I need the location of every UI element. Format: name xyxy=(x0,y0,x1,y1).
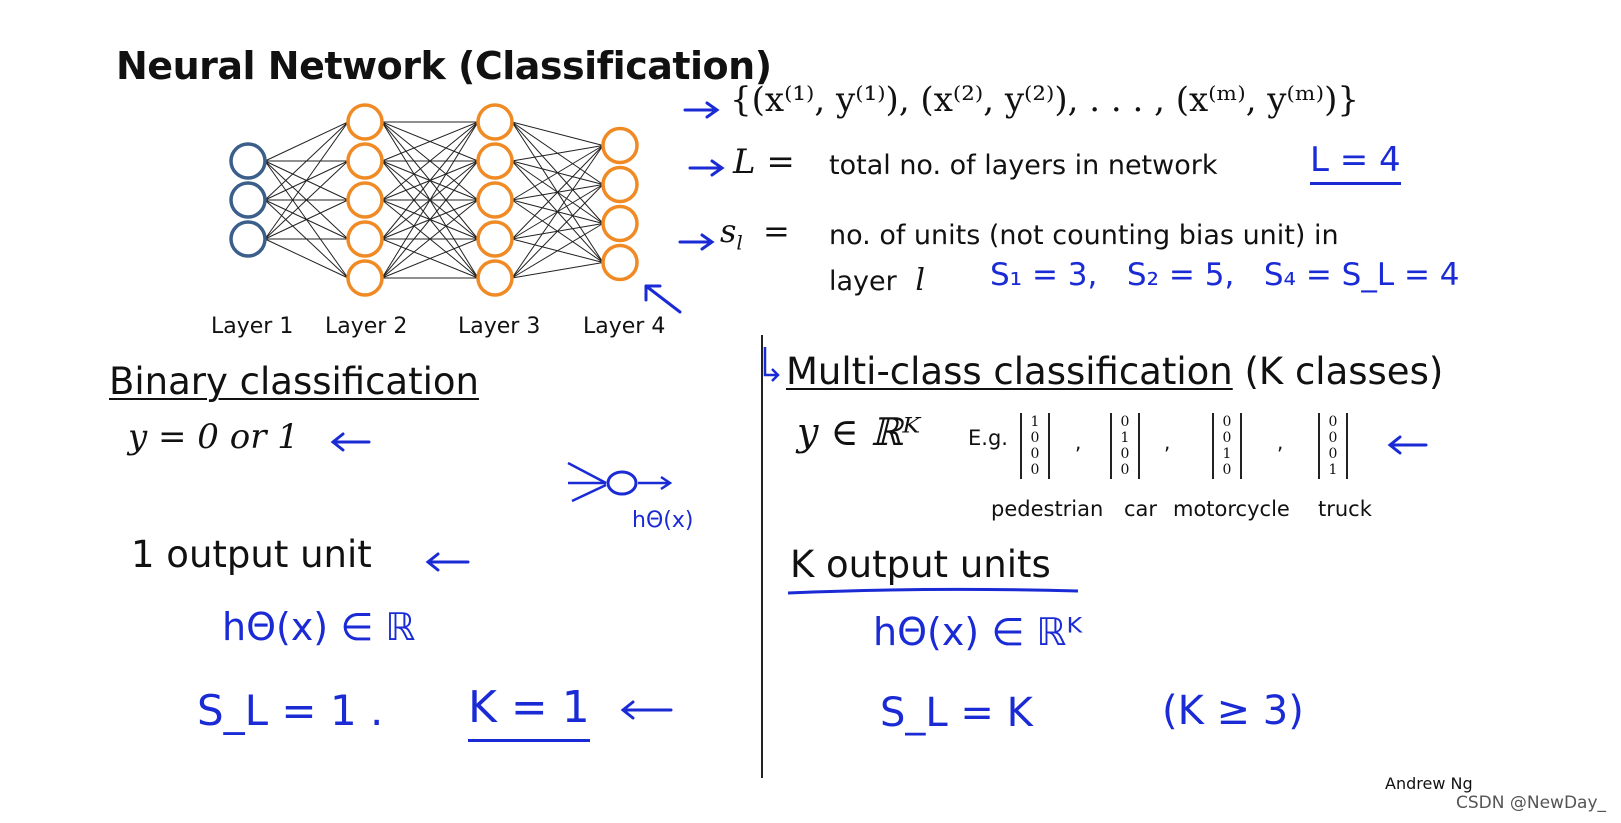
network-edge xyxy=(264,160,349,240)
network-edge xyxy=(381,121,479,279)
binary-output-units: 1 output unit xyxy=(131,533,372,576)
network-edge xyxy=(511,145,604,279)
s-symbol: sl xyxy=(720,212,743,255)
network-edge xyxy=(264,121,349,240)
network-edge xyxy=(511,145,604,240)
network-unit xyxy=(346,103,384,141)
column-divider xyxy=(761,335,763,778)
layer-label-4: Layer 4 xyxy=(583,314,666,339)
network-unit xyxy=(601,243,639,282)
network-unit xyxy=(476,259,514,297)
input-unit xyxy=(229,220,267,258)
multiclass-k-note: (K ≥ 3) xyxy=(1162,688,1304,734)
network-edge xyxy=(264,238,349,279)
network-unit xyxy=(601,126,639,165)
binary-k-note: K = 1 xyxy=(468,682,590,742)
network-unit xyxy=(476,220,514,258)
arrow-icon xyxy=(644,284,682,314)
comma: , xyxy=(1075,430,1082,454)
network-unit xyxy=(476,142,514,180)
arrow-icon xyxy=(688,159,725,177)
eg-label: E.g. xyxy=(968,426,1008,450)
input-unit xyxy=(229,181,267,219)
comma: , xyxy=(1164,430,1171,454)
network-edge xyxy=(381,121,479,240)
network-edge xyxy=(511,262,604,279)
class-car: car xyxy=(1124,497,1158,521)
binary-h-note: hΘ(x) ∈ ℝ xyxy=(222,605,416,649)
layer-label-2: Layer 2 xyxy=(325,314,408,339)
network-edge xyxy=(264,121,349,162)
underline-stroke xyxy=(787,587,1079,595)
network-edge xyxy=(511,184,604,279)
watermark: CSDN @NewDay_ xyxy=(1456,793,1607,813)
arrow-icon xyxy=(678,233,715,251)
s-definition-line2: layer l xyxy=(829,263,925,298)
arrow-icon xyxy=(620,700,673,720)
slide-title: Neural Network (Classification) xyxy=(116,44,772,88)
binary-sl-note: S_L = 1 . xyxy=(197,686,384,735)
input-unit xyxy=(229,142,267,180)
layer-label-3: Layer 3 xyxy=(458,314,541,339)
author-credit: Andrew Ng xyxy=(1385,774,1473,793)
L-definition: total no. of layers in network xyxy=(829,150,1218,181)
s-definition: no. of units (not counting bias unit) in xyxy=(829,220,1339,251)
network-unit xyxy=(346,220,384,258)
network-edge xyxy=(381,238,479,279)
binary-y-def: y = 0 or 1 xyxy=(128,417,299,457)
network-edge xyxy=(264,199,349,240)
arrow-icon xyxy=(683,101,720,119)
network-edge xyxy=(511,145,604,201)
multiclass-header: Multi-class classification (K classes) xyxy=(786,350,1444,393)
neuron-sketch-icon xyxy=(567,461,673,503)
network-unit xyxy=(601,165,639,204)
class-pedestrian: pedestrian xyxy=(991,497,1104,521)
layer-label-1: Layer 1 xyxy=(211,314,294,339)
network-unit xyxy=(346,181,384,219)
s-handwritten-note: S₁ = 3, S₂ = 5, S₄ = S_L = 4 xyxy=(990,257,1460,293)
multiclass-sl-note: S_L = K xyxy=(880,690,1033,736)
network-edge xyxy=(511,145,604,162)
network-unit xyxy=(346,142,384,180)
multiclass-output-units: K output units xyxy=(790,543,1051,586)
network-unit xyxy=(476,181,514,219)
training-set-notation: {(x⁽¹⁾, y⁽¹⁾), (x⁽²⁾, y⁽²⁾), . . . , (x⁽… xyxy=(730,80,1359,120)
neuron-output-note: hΘ(x) xyxy=(632,508,694,533)
network-edge xyxy=(511,223,604,279)
class-truck: truck xyxy=(1318,497,1372,521)
network-edge xyxy=(381,121,479,162)
network-edge xyxy=(381,121,479,201)
L-handwritten-note: L = 4 xyxy=(1310,140,1401,185)
network-edge xyxy=(381,160,479,279)
L-symbol: L = xyxy=(733,142,795,182)
multiclass-y-def: y ∈ ℝᴷ xyxy=(797,410,921,454)
multiclass-h-note: hΘ(x) ∈ ℝᴷ xyxy=(873,610,1083,654)
network-edge xyxy=(511,121,604,146)
s-equals: = xyxy=(763,212,790,250)
network-edge xyxy=(381,199,479,279)
network-unit xyxy=(601,204,639,243)
arrow-icon xyxy=(425,552,470,572)
network-unit xyxy=(476,103,514,141)
arrow-icon xyxy=(330,432,371,452)
network-unit xyxy=(346,259,384,297)
arrow-icon xyxy=(763,347,780,382)
arrow-icon xyxy=(1387,435,1428,455)
class-motorcycle: motorcycle xyxy=(1173,497,1290,521)
network-diagram xyxy=(229,103,639,297)
comma: , xyxy=(1277,430,1284,454)
binary-header: Binary classification xyxy=(109,360,479,403)
network-edge xyxy=(264,121,349,201)
